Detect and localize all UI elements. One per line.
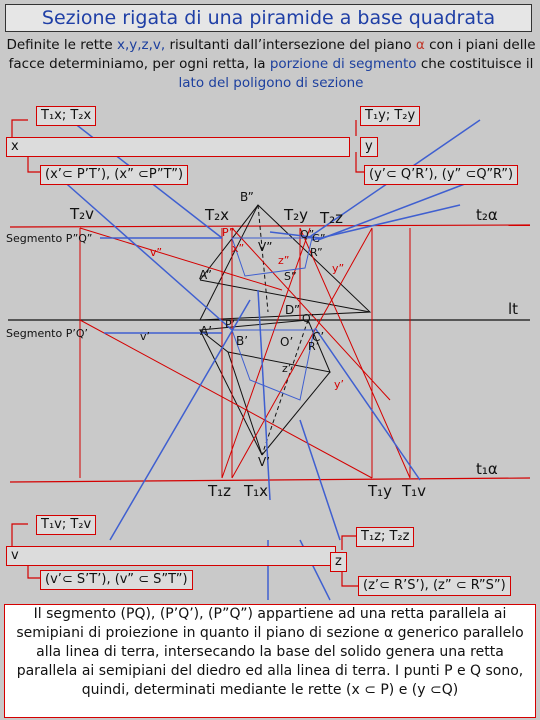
label-p2: P” (222, 226, 235, 239)
label-v-front: v” (150, 246, 163, 259)
box-z-subset: (z’⊂ R’S’), (z” ⊂ R”S”) (358, 576, 511, 596)
pointer-t1v (314, 327, 421, 481)
label-y-top: y’ (334, 378, 345, 391)
label-c2: C” (312, 232, 326, 245)
label-t2y: T₂y (284, 206, 309, 224)
label-x-front: x” (232, 242, 245, 255)
label-b2: B” (240, 190, 254, 204)
label-v1-apex: V’ (258, 455, 271, 469)
construct-line-z1 (231, 227, 373, 479)
label-b1: B’ (236, 334, 249, 348)
label-t2v: T₂v (70, 205, 95, 223)
pointer-t1z (257, 289, 271, 501)
section-top (231, 329, 315, 401)
pointer-t2y (269, 231, 321, 239)
box-line-y: y (360, 137, 378, 157)
label-t1v: T₁v (402, 482, 427, 500)
intro-lines: x,y,z,v, (116, 37, 166, 53)
label-ground-line: lt (508, 300, 519, 318)
box-t1v-t2v: T₁v; T₂v (36, 515, 97, 535)
pointer-zRS (299, 419, 341, 541)
bracket-v (11, 523, 28, 546)
front-pyramid-edge-1 (257, 204, 269, 313)
bracket-v-2 (27, 564, 40, 579)
intro-polygon-side: lato del poligono di sezione (178, 75, 364, 91)
box-v-subset: (v’⊂ S’T’), (v” ⊂ S”T”) (40, 570, 193, 590)
page-title: Sezione rigata di una piramide a base qu… (5, 4, 532, 32)
intro-part-4: che costituisce il (416, 56, 534, 72)
label-a2: A” (199, 268, 212, 282)
bracket-y-2 (355, 152, 364, 173)
front-pyramid-base (199, 279, 371, 313)
label-t1-alpha: t₁α (476, 460, 498, 478)
label-d2: D” (285, 303, 301, 317)
label-t2x: T₂x (205, 206, 230, 224)
label-o1: O’ (280, 335, 294, 349)
label-v2-apex: V” (258, 240, 273, 254)
construct-line-x1 (231, 227, 391, 401)
box-t1y-t2y: T₁y; T₂y (360, 106, 421, 126)
intro-part-3: con i piani delle facce determiniamo, pe… (8, 37, 536, 72)
intro-part-2: risultanti dall’intersezione del piano (165, 37, 416, 53)
bracket-z-2 (341, 568, 358, 587)
top-pyramid-edge-b (227, 351, 263, 456)
top-pyramid-edge-c (261, 371, 331, 456)
box-y-subset: (y’⊂ Q’R’), (y” ⊂Q”R”) (364, 165, 519, 185)
label-y-front: y” (332, 262, 345, 275)
label-r2: R” (310, 246, 323, 259)
intro-part-1: Definite le rette (6, 37, 117, 53)
bracket-z (341, 535, 356, 550)
box-t1x-t2x: T₁x; T₂x (36, 106, 97, 126)
box-line-z: z (330, 552, 347, 572)
box-x-subset: (x’⊂ P’T’), (x” ⊂P”T”) (40, 165, 189, 185)
label-t2-alpha: t₂α (476, 206, 498, 224)
front-pyramid-outline (199, 204, 372, 321)
footer-explanation: Il segmento (PQ), (P’Q’), (P”Q”) apparti… (4, 604, 536, 718)
label-q2: Q” (300, 228, 315, 241)
trace-t2-alpha (9, 224, 531, 228)
label-q1: Q’ (302, 312, 315, 325)
section-front (231, 237, 313, 277)
label-segment-pq-front: Segmento P”Q” (6, 232, 93, 245)
intro-alpha: α (415, 37, 425, 53)
pointer-yQR (317, 181, 471, 241)
box-line-v: v (6, 546, 336, 566)
intro-segment-portion: porzione di segmento (269, 56, 417, 72)
label-t1x: T₁x (244, 482, 269, 500)
construct-line-y1 (299, 227, 411, 479)
intro-text: Definite le rette x,y,z,v, risultanti da… (6, 36, 536, 93)
label-segment-pq-top: Segmento P’Q’ (6, 327, 89, 340)
pointer-vST (109, 299, 251, 541)
label-z-top: z’ (282, 362, 292, 375)
label-c1: C’ (312, 330, 325, 344)
box-line-x: x (6, 137, 350, 157)
label-v-top: v’ (140, 330, 151, 343)
construct-line-v1 (79, 319, 373, 479)
box-t1z-t2z: T₁z; T₂z (356, 527, 415, 547)
top-pyramid-edge-a (199, 329, 263, 456)
pointer-xPT (59, 177, 233, 331)
pointer-t2a (311, 204, 461, 241)
label-a1: A’ (200, 324, 213, 338)
label-r1: R’ (308, 340, 320, 353)
label-t1y: T₁y (368, 482, 393, 500)
front-pyramid-edge-2 (199, 204, 259, 321)
trace-t1-alpha (9, 477, 531, 483)
label-t1z: T₁z (208, 482, 232, 500)
label-s2: S” (284, 270, 297, 283)
label-z-front: z” (278, 254, 290, 267)
label-t2z: T₂z (320, 209, 344, 227)
top-pyramid-edge-d (261, 319, 309, 456)
label-p1: P’ (225, 318, 236, 331)
